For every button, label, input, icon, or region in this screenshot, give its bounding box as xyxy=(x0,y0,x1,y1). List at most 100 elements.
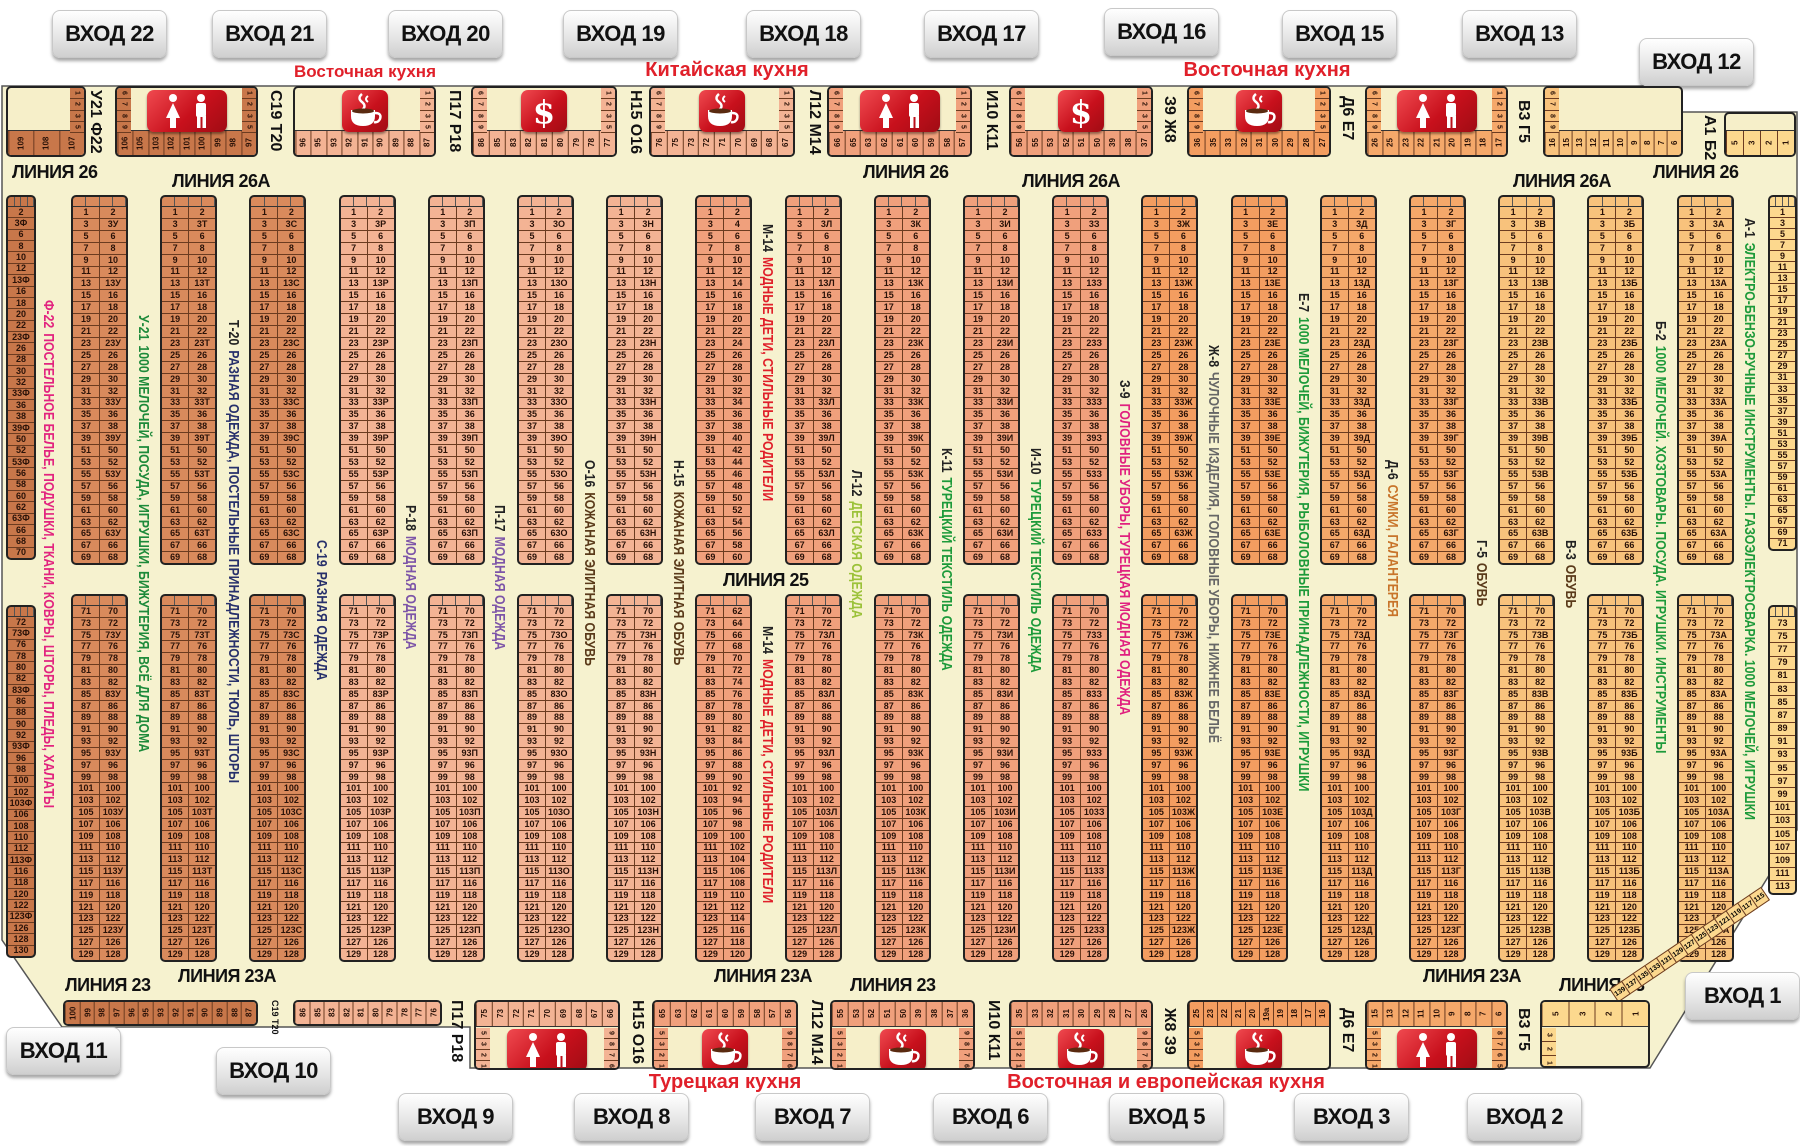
stall-cell[interactable]: 10 xyxy=(643,254,654,265)
stall-cell[interactable]: 105 xyxy=(1411,807,1438,818)
stall-cell[interactable]: 92 xyxy=(1713,736,1724,747)
stall-cell[interactable]: 22 xyxy=(1535,326,1546,337)
stall-cell[interactable]: 100 xyxy=(283,783,299,794)
stall-cell[interactable]: 13 xyxy=(1572,131,1586,155)
stall-cell[interactable]: 23 xyxy=(965,337,992,349)
stall-cell[interactable]: 38 xyxy=(1356,421,1367,432)
stall-cell[interactable]: 123Н xyxy=(637,925,659,936)
stall-cell[interactable]: 9 xyxy=(782,1028,796,1039)
stall-cell[interactable]: 88 xyxy=(1267,712,1278,723)
stall-cell[interactable]: 20 xyxy=(999,314,1010,325)
stall-cell[interactable]: 13 xyxy=(73,278,100,290)
stall-cell[interactable]: 103Ф xyxy=(9,797,33,808)
stall-cell[interactable]: 39 xyxy=(1500,433,1528,445)
stall-cell[interactable]: 110 xyxy=(730,889,745,900)
stall-cell[interactable]: 127 xyxy=(787,937,814,949)
stall-cell[interactable]: 86 xyxy=(1089,700,1100,711)
stall-cell[interactable]: 26 xyxy=(821,349,832,360)
stall-cell[interactable]: 78 xyxy=(1178,653,1189,664)
stall-cell[interactable]: 51 xyxy=(1500,445,1528,457)
stall-cell[interactable]: 12 xyxy=(1267,266,1278,277)
stall-cell[interactable]: 121 xyxy=(1679,901,1706,913)
stall-cell[interactable]: 62 xyxy=(1445,516,1456,527)
stall-cell[interactable]: 30 xyxy=(1713,373,1724,384)
stall-cell[interactable]: 103Т xyxy=(191,806,213,817)
stall-cell[interactable]: 107 xyxy=(251,818,279,830)
stall-cell[interactable]: 78 xyxy=(732,700,743,711)
stall-cell[interactable]: 106 xyxy=(194,818,210,829)
stall-cell[interactable]: 87 xyxy=(876,700,903,712)
stall-cell[interactable]: 9 xyxy=(1367,122,1381,133)
stall-cell[interactable]: 111 xyxy=(1411,842,1438,854)
stall-cell[interactable]: 102 xyxy=(283,795,299,806)
stall-cell[interactable]: 70 xyxy=(1267,605,1278,616)
stall-cell[interactable]: 66 xyxy=(15,524,26,535)
stall-cell[interactable]: 81 xyxy=(1322,665,1349,676)
stall-cell[interactable]: 117 xyxy=(787,878,814,889)
stall-cell[interactable]: 53 xyxy=(1589,457,1617,468)
stall-cell[interactable]: 72 xyxy=(698,131,715,155)
stall-cell[interactable]: 83 xyxy=(251,676,279,688)
stall-cell[interactable]: 89 xyxy=(1679,712,1706,724)
stall-cell[interactable]: 99 xyxy=(1233,771,1260,783)
stall-cell[interactable]: 108 xyxy=(462,830,478,841)
stall-cell[interactable]: 92 xyxy=(107,736,118,747)
stall-cell[interactable]: 30 xyxy=(821,373,832,384)
stall-cell[interactable]: 101 xyxy=(178,131,195,155)
stall-cell[interactable]: 5 xyxy=(965,230,992,242)
stall-cell[interactable]: 103 xyxy=(341,795,368,807)
stall-cell[interactable]: 73К xyxy=(908,629,924,640)
stall-cell[interactable]: 78 xyxy=(15,650,26,661)
stall-cell[interactable]: 125 xyxy=(430,925,457,937)
stall-cell[interactable]: 112 xyxy=(373,854,388,865)
stall-cell[interactable]: 30 xyxy=(732,373,743,384)
stall-cell[interactable]: 55 xyxy=(251,468,279,480)
stall-cell[interactable]: 68 xyxy=(1445,552,1456,563)
stall-cell[interactable]: 20 xyxy=(1624,314,1635,325)
stall-cell[interactable]: 60 xyxy=(553,504,564,515)
stall-cell[interactable]: 31 xyxy=(697,385,725,397)
stall-cell[interactable]: 69 xyxy=(430,552,457,563)
stall-cell[interactable]: 111 xyxy=(1500,842,1528,854)
stall-cell[interactable]: 96 xyxy=(1445,759,1456,770)
stall-cell[interactable]: 9 xyxy=(651,122,665,133)
stall-cell[interactable]: 113К xyxy=(905,866,926,877)
stall-cell[interactable]: 99 xyxy=(162,771,190,783)
stall-cell[interactable]: 1 xyxy=(162,207,190,218)
stall-cell[interactable]: 73 xyxy=(491,1002,508,1026)
stall-cell[interactable]: 91 xyxy=(182,1002,198,1024)
stall-cell[interactable]: 26 xyxy=(999,349,1010,360)
stall-cell[interactable]: 30 xyxy=(1266,131,1283,155)
stall-cell[interactable]: 33 xyxy=(1500,397,1528,409)
stall-cell[interactable]: 5 xyxy=(1367,1028,1381,1039)
stall-cell[interactable]: 3 xyxy=(242,111,256,122)
stall-cell[interactable]: 72 xyxy=(1713,617,1724,628)
stall-cell[interactable]: 77 xyxy=(599,131,615,155)
stall-cell[interactable]: 85 xyxy=(430,688,457,700)
stall-cell[interactable]: 117 xyxy=(697,878,725,889)
stall-cell[interactable]: 122 xyxy=(640,913,656,924)
stall-cell[interactable]: 89 xyxy=(876,712,903,724)
stall-cell[interactable]: 112 xyxy=(997,854,1013,865)
stall-cell[interactable]: 15 xyxy=(1233,290,1260,302)
stall-cell[interactable]: 37 xyxy=(519,421,546,433)
stall-cell[interactable]: 23 xyxy=(1397,131,1414,155)
stall-cell[interactable]: 2 xyxy=(1626,206,1632,217)
stall-cell[interactable]: 15 xyxy=(965,290,992,302)
stall-cell[interactable]: 73 xyxy=(1589,617,1617,629)
stall-cell[interactable]: 103А xyxy=(1707,806,1730,817)
stall-cell[interactable]: 77 xyxy=(787,641,814,653)
stall-cell[interactable]: 63 xyxy=(965,516,992,528)
stall-cell[interactable]: 12 xyxy=(1397,1002,1414,1026)
stall-cell[interactable]: 112 xyxy=(730,901,745,912)
stall-cell[interactable]: 111 xyxy=(430,842,457,854)
stall-cell[interactable]: 38 xyxy=(999,421,1010,432)
stall-cell[interactable]: 123Г xyxy=(1440,925,1462,936)
stall-cell[interactable]: 99 xyxy=(519,771,546,783)
stall-cell[interactable]: 53 xyxy=(876,457,903,468)
stall-cell[interactable]: 12 xyxy=(732,266,743,277)
stall-cell[interactable]: 69 xyxy=(876,552,903,563)
stall-cell[interactable]: 73 xyxy=(251,617,279,629)
stall-cell[interactable]: 32 xyxy=(553,385,564,396)
stall-cell[interactable]: 61 xyxy=(1143,504,1171,516)
